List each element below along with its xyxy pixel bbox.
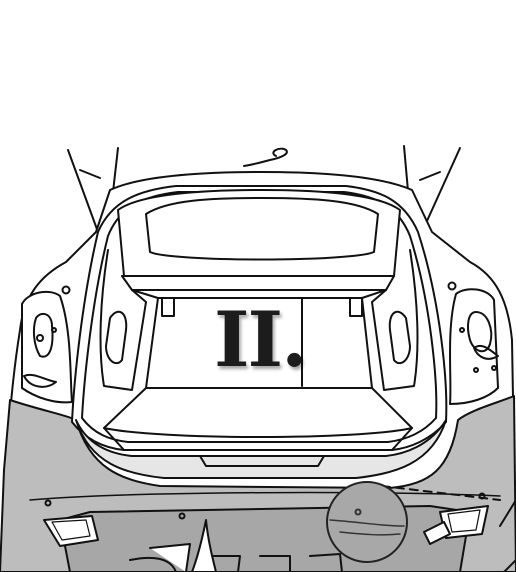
tail-light-right (449, 283, 499, 405)
bumper-step-plate (60, 506, 470, 572)
rear-window (118, 190, 400, 281)
magnifier-circle (327, 482, 407, 562)
parcel-shelf (122, 276, 394, 290)
step-number-label: II. (214, 298, 324, 378)
cable-loop (244, 149, 287, 166)
